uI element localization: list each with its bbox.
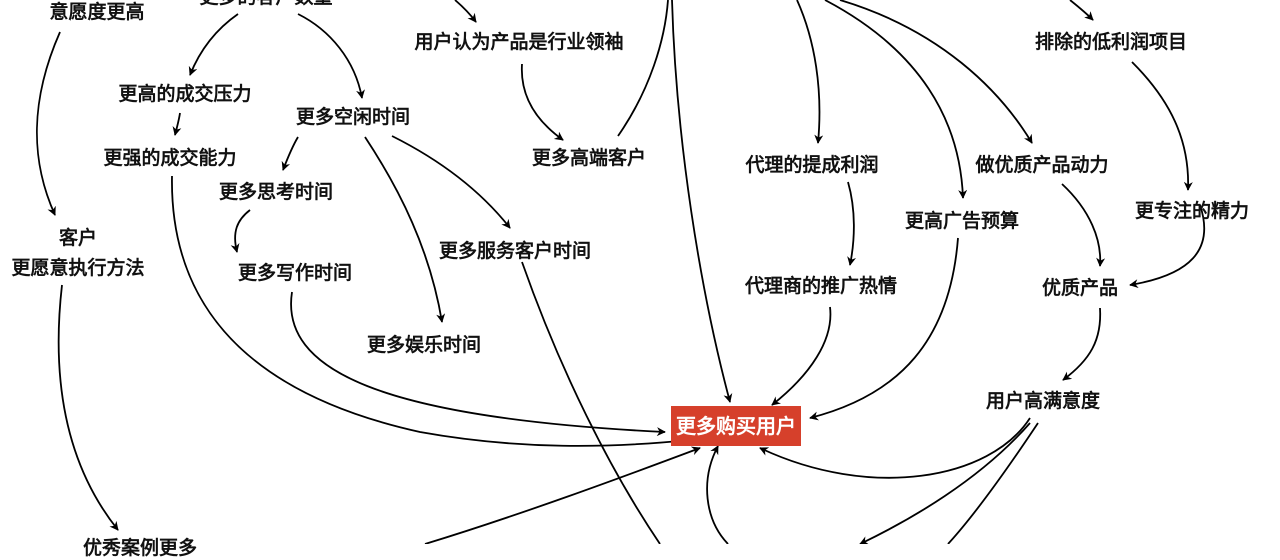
edge-idle-to-think: [281, 136, 299, 171]
edge-client-exec-to-bottom-left: [57, 284, 119, 531]
edge-idle-to-service: [391, 135, 511, 229]
node-pressure: 更高的成交压力: [118, 83, 252, 105]
node-write-time: 更多写作时间: [237, 262, 353, 284]
edge-service-to-bottom: [521, 261, 661, 544]
node-close-ability: 更强的成交能力: [103, 147, 237, 169]
edge-top-to-quality-drive: [839, 0, 1033, 144]
node-agent-passion: 代理商的推广热情: [744, 275, 898, 297]
node-ad-budget: 更高广告预算: [904, 210, 1020, 232]
edge-to-leader: [454, 0, 477, 23]
edge-clients-to-idle: [297, 13, 365, 99]
node-focus: 更专注的精力: [1134, 200, 1250, 222]
edge-satisfaction-to-bottom-a: [859, 422, 1031, 544]
edge-will-to-client-exec: [35, 31, 61, 216]
node-more-buyers: 更多购买用户: [671, 406, 801, 446]
edge-satisfaction-to-buyers: [759, 417, 1031, 479]
edge-leader-to-highend: [521, 63, 564, 141]
node-will-higher: 意愿度更高: [49, 1, 145, 23]
edge-bottom-loop-to-buyers: [706, 445, 729, 544]
edge-excluded-to-focus: [1131, 61, 1193, 191]
node-quality-drive: 做优质产品动力: [975, 154, 1109, 176]
node-client-exec: 客户 更愿意执行方法: [11, 227, 145, 279]
edge-top-to-buyers: [671, 0, 733, 403]
edge-top-to-agent-profit: [796, 0, 824, 144]
node-high-end: 更多高端客户: [531, 147, 647, 169]
edge-top-to-ad-budget: [824, 0, 968, 199]
edge-focus-to-product: [1129, 204, 1206, 289]
edge-agent-profit-to-passion: [847, 181, 856, 266]
node-bottom-left: 优秀案例更多: [82, 537, 198, 559]
node-fun-time: 更多娱乐时间: [366, 334, 482, 356]
edge-clients-to-pressure: [188, 13, 239, 76]
edge-idle-to-fun: [364, 136, 446, 323]
edge-satisfaction-to-bottom-b: [947, 422, 1039, 544]
node-satisfaction: 用户高满意度: [985, 390, 1101, 412]
node-leader: 用户认为产品是行业领袖: [414, 31, 624, 53]
edge-write-to-buyers: [290, 291, 666, 437]
edge-ad-budget-to-buyers: [809, 237, 959, 421]
node-more-clients: 更多的客户数量: [199, 0, 332, 9]
edge-think-to-write: [230, 209, 251, 253]
node-think-time: 更多思考时间: [218, 181, 334, 203]
edge-passion-to-buyers: [771, 306, 832, 406]
edge-bottom-to-buyers: [424, 446, 701, 544]
node-excluded: 排除的低利润项目: [1034, 31, 1188, 53]
node-agent-profit: 代理的提成利润: [745, 154, 879, 176]
node-idle-time: 更多空闲时间: [295, 106, 411, 128]
edge-top-to-excluded: [1069, 0, 1094, 21]
edge-product-to-satisfaction: [1062, 307, 1102, 381]
edges: [35, 0, 1206, 544]
node-service-time: 更多服务客户时间: [438, 240, 592, 262]
edge-highend-to-top: [617, 0, 669, 137]
node-quality-product: 优质产品: [1041, 277, 1119, 299]
edge-quality-drive-to-product: [1061, 183, 1106, 267]
edge-pressure-to-close: [172, 112, 182, 136]
causal-loop-diagram: [35, 0, 1206, 544]
